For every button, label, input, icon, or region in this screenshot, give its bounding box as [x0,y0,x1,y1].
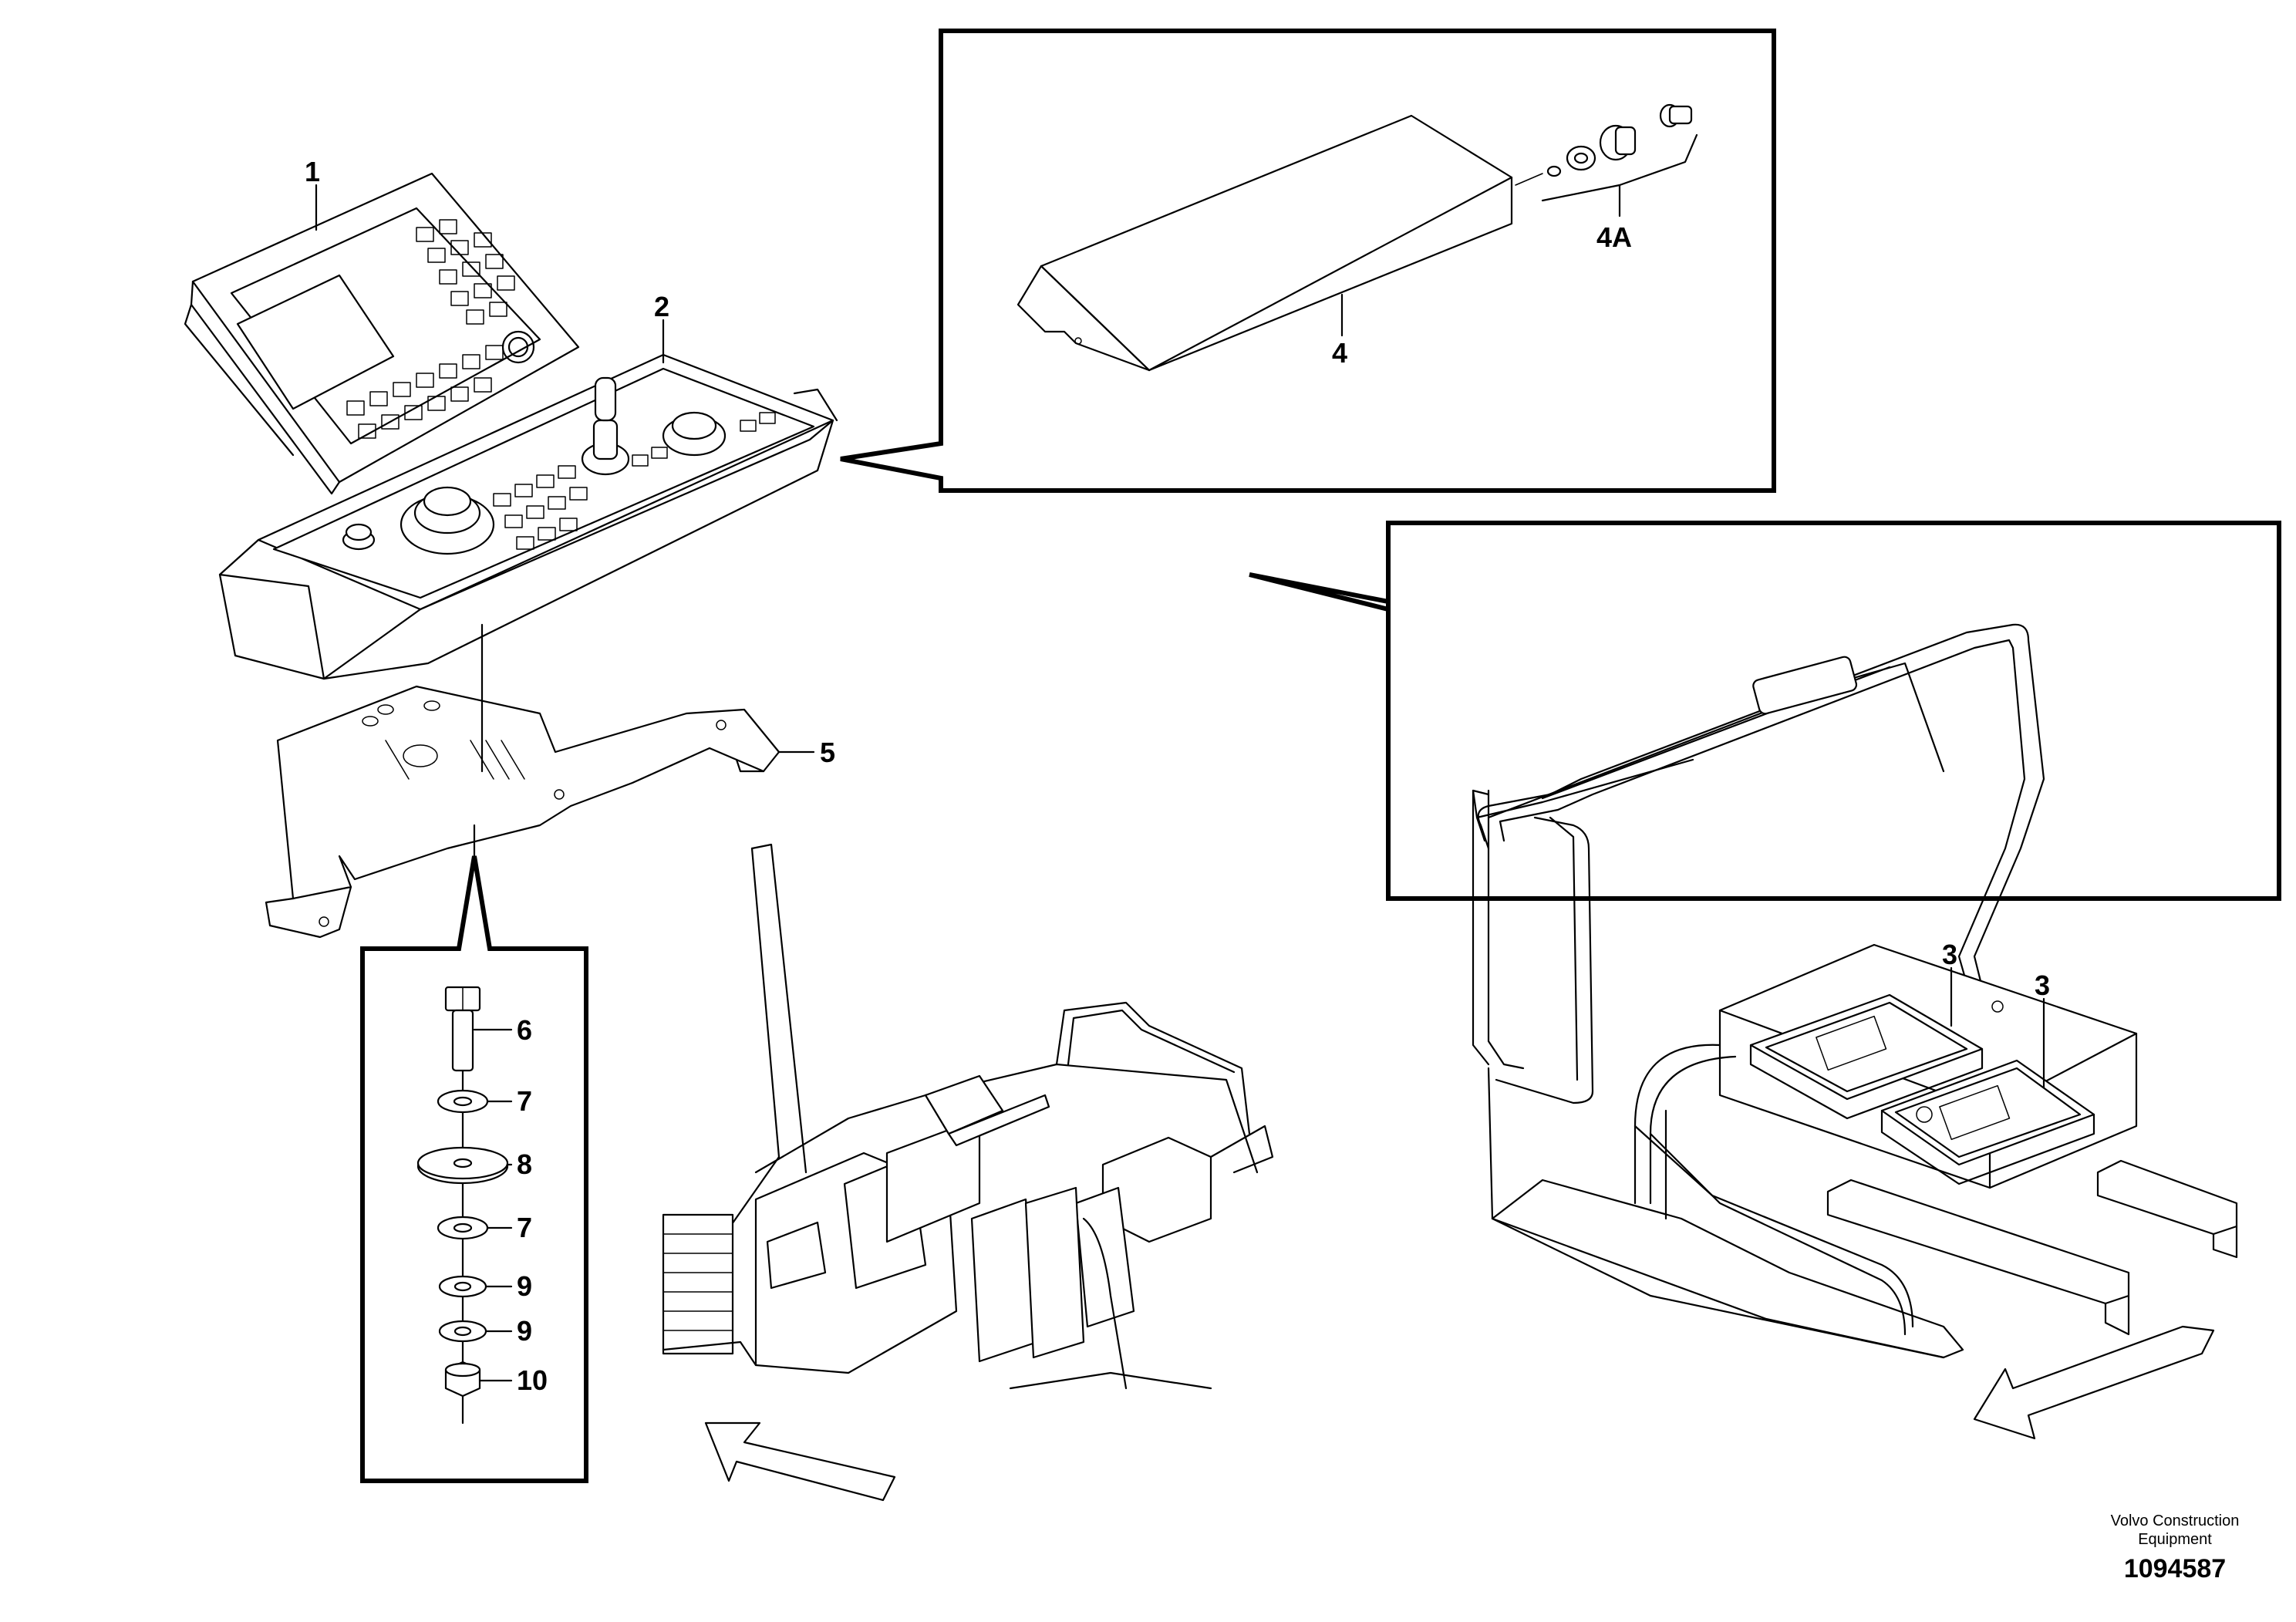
cover-fastener-parts [1515,103,1698,202]
washer-9-top [438,1275,487,1298]
ecu-bracket-drawing [1472,623,2238,1359]
lower-console [218,353,838,680]
document-number: 1094587 [2124,1554,2226,1583]
part-label-3-right: 3 [2035,969,2050,1001]
part-label-7-top: 7 [517,1085,532,1117]
washer-8 [416,1146,509,1185]
part-label-8: 8 [517,1148,532,1180]
washer-7-top [437,1089,489,1114]
console-joystick [581,376,630,476]
leader-lines [315,184,2045,1382]
part-label-3-left: 3 [1942,939,1957,970]
washer-7-bottom [437,1216,489,1240]
part-label-6: 6 [517,1014,532,1046]
direction-arrow-ecu [1973,1325,2215,1440]
control-console-drawing [184,172,838,939]
hex-bolt [444,986,481,1072]
hex-nut [444,1361,481,1398]
ecu-module-2 [1880,1059,2095,1185]
cover-drawing [1017,103,1698,372]
console-knob-small [662,411,727,457]
part-label-7-bottom: 7 [517,1212,532,1243]
part-label-1: 1 [305,156,320,187]
part-label-4a: 4A [1596,221,1632,253]
part-label-5: 5 [820,737,835,768]
ecu-module-1 [1749,993,1984,1120]
direction-arrow-machine [704,1421,896,1502]
console-knob-large [400,486,495,555]
washer-9-bottom [438,1320,487,1343]
part-label-9-bottom: 9 [517,1315,532,1347]
mounting-plate [265,623,781,939]
machine-overview-drawing [662,843,1274,1390]
console-stop-button [342,523,376,551]
part-label-4: 4 [1332,337,1347,369]
part-label-2: 2 [654,291,669,322]
display-unit [184,172,580,495]
credit-line-1: Volvo Construction [2111,1512,2240,1529]
part-label-9-top: 9 [517,1270,532,1302]
part-label-10: 10 [517,1364,548,1396]
bolt-stack-drawing [416,986,509,1425]
credit-line-2: Equipment [2138,1531,2212,1548]
